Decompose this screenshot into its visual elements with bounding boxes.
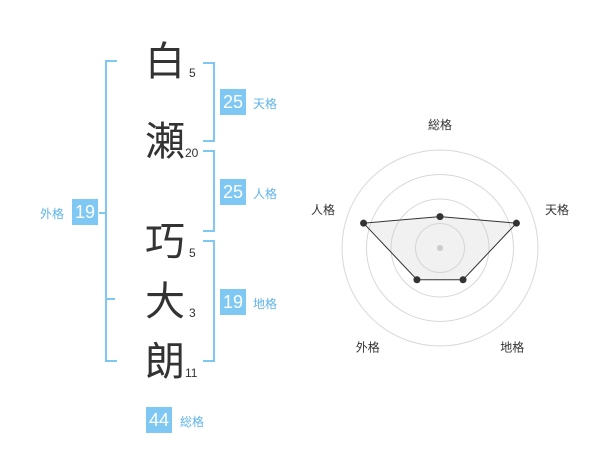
radar-ring-4 <box>341 149 539 347</box>
name-char-5: 朗 <box>145 339 185 385</box>
chikaku-bracket <box>203 240 215 362</box>
radar-center <box>437 245 443 251</box>
chikaku-value: 19 <box>220 289 246 315</box>
jinkaku-bracket <box>203 150 215 232</box>
stroke-count-1: 5 <box>189 66 196 80</box>
chikaku-label: 地格 <box>253 297 278 311</box>
name-char-2: 瀬 <box>145 119 185 165</box>
tenkaku-bracket <box>203 62 215 142</box>
radar-point-5 <box>360 219 368 227</box>
name-char-1: 白 <box>145 39 185 85</box>
radar-polygon <box>362 216 518 281</box>
soukaku-value: 44 <box>146 407 172 433</box>
radar-axis-label-1: 総格 <box>428 117 452 132</box>
stroke-count-2: 20 <box>185 146 199 160</box>
gaikaku-value: 19 <box>72 199 98 225</box>
radar-axis-label-3: 地格 <box>500 340 524 355</box>
stroke-count-4: 3 <box>189 306 196 320</box>
stroke-count-5: 11 <box>185 366 198 380</box>
radar-point-3 <box>459 276 467 284</box>
radar-axis-label-5: 人格 <box>311 202 335 217</box>
jinkaku-value: 25 <box>220 179 246 205</box>
radar-axis-label-4: 外格 <box>356 340 380 355</box>
radar-ring-1 <box>415 223 465 273</box>
tenkaku-value: 25 <box>220 89 246 115</box>
jinkaku-label: 人格 <box>253 187 278 201</box>
name-char-3: 巧 <box>145 219 185 265</box>
radar-ring-2 <box>390 198 490 298</box>
radar-ring-3 <box>366 174 514 322</box>
gaikaku-bracket-stub <box>99 212 105 214</box>
stroke-count-3: 5 <box>189 246 196 260</box>
radar-point-2 <box>512 219 520 227</box>
name-char-4: 大 <box>145 279 185 325</box>
gaikaku-bracket <box>105 60 117 362</box>
radar-point-1 <box>436 213 444 221</box>
radar-axis-label-2: 天格 <box>545 202 569 217</box>
tenkaku-label: 天格 <box>253 97 278 111</box>
radar-point-4 <box>413 276 421 284</box>
soukaku-label: 総格 <box>180 415 205 429</box>
gaikaku-bracket-divider <box>105 298 115 300</box>
gaikaku-label: 外格 <box>40 207 65 221</box>
